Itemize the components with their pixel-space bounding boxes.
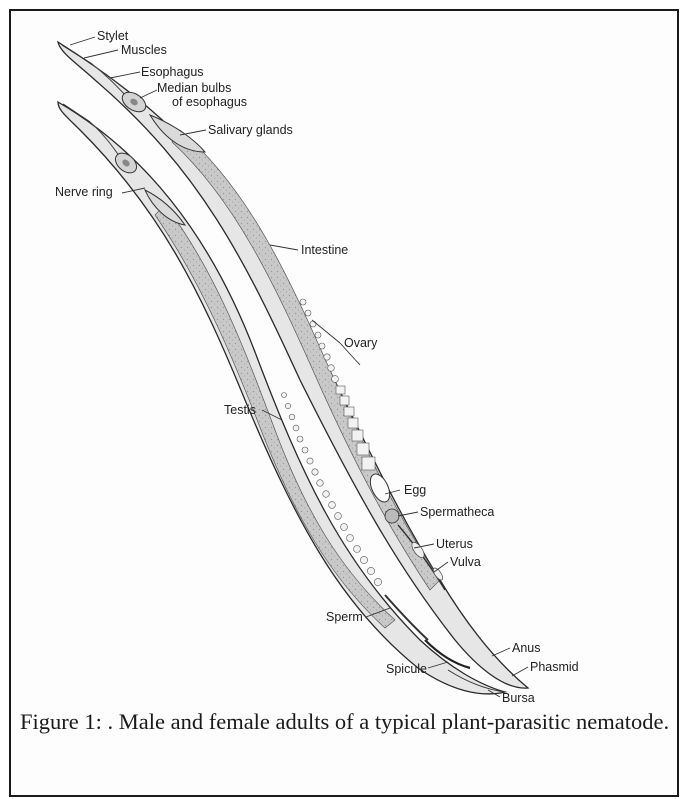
label-testis: Testis xyxy=(224,403,256,417)
label-egg: Egg xyxy=(404,483,426,497)
label-spicule: Spicule xyxy=(386,662,427,676)
label-median-bulbs-2: of esophagus xyxy=(172,95,247,109)
label-vulva: Vulva xyxy=(450,555,481,569)
label-uterus: Uterus xyxy=(436,537,473,551)
nematode-diagram: Stylet Muscles Esophagus Median bulbs of… xyxy=(0,0,682,720)
label-intestine: Intestine xyxy=(301,243,348,257)
label-salivary-glands: Salivary glands xyxy=(208,123,293,137)
female-spermatheca xyxy=(385,509,399,523)
label-median-bulbs: Median bulbs xyxy=(157,81,231,95)
label-muscles: Muscles xyxy=(121,43,167,57)
label-stylet: Stylet xyxy=(97,29,129,43)
label-anus: Anus xyxy=(512,641,541,655)
label-spermatheca: Spermatheca xyxy=(420,505,494,519)
female-nematode xyxy=(58,42,528,688)
label-esophagus: Esophagus xyxy=(141,65,204,79)
female-body xyxy=(58,42,528,688)
label-nerve-ring: Nerve ring xyxy=(55,185,113,199)
figure-caption: Figure 1: . Male and female adults of a … xyxy=(20,706,670,737)
label-ovary: Ovary xyxy=(344,336,378,350)
label-bursa: Bursa xyxy=(502,691,535,705)
label-sperm: Sperm xyxy=(326,610,363,624)
label-phasmid: Phasmid xyxy=(530,660,579,674)
